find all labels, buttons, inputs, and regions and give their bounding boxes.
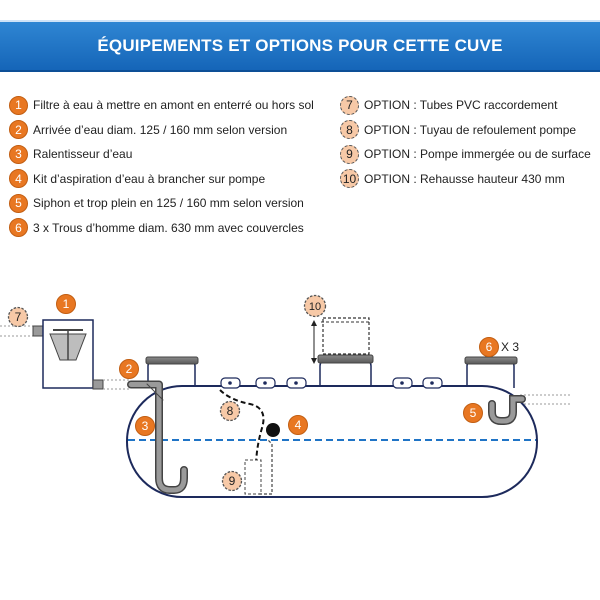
legend-text: Kit d’aspiration d’eau à brancher sur po… [33, 171, 266, 186]
manhole-multiplier: X 3 [501, 340, 519, 354]
callout-2-label: 2 [126, 362, 133, 376]
callout-9: 9 [221, 470, 243, 492]
option-badge: 7 [340, 95, 359, 115]
number-badge: 1 [9, 95, 28, 115]
option-badge: 9 [340, 144, 359, 164]
callout-6: 6 X 3 [479, 337, 519, 357]
callout-1-label: 1 [63, 297, 70, 311]
page-title: ÉQUIPEMENTS ET OPTIONS POUR CETTE CUVE [97, 36, 503, 55]
callout-2: 2 [119, 359, 139, 379]
legend-item: 2 Arrivée d’eau diam. 125 / 160 mm selon … [9, 118, 339, 143]
legend-item: 9 OPTION : Pompe immergée ou de surface [340, 142, 600, 167]
pump-discharge-hose [219, 389, 265, 469]
number-badge: 4 [9, 169, 28, 189]
rib-dots [228, 381, 434, 385]
overflow-pipe [520, 394, 572, 405]
option-badge: 8 [340, 120, 359, 140]
legend-item: 1 Filtre à eau à mettre en amont en enter… [9, 93, 339, 118]
callout-1: 1 [56, 294, 76, 314]
legend-text: OPTION : Tuyau de refoulement pompe [364, 122, 577, 137]
tank-body [126, 385, 538, 498]
legend-text: Siphon et trop plein en 125 / 160 mm sel… [33, 196, 304, 211]
legend-text: OPTION : Pompe immergée ou de surface [364, 147, 591, 162]
legend-item: 8 OPTION : Tuyau de refoulement pompe [340, 118, 600, 143]
callout-3-label: 3 [142, 419, 149, 433]
number-badge: 6 [9, 218, 28, 238]
callout-4-label: 4 [295, 418, 302, 432]
callout-7: 7 [7, 306, 29, 328]
callout-5: 5 [463, 403, 483, 423]
number-badge: 5 [9, 193, 28, 213]
manhole-center [317, 317, 374, 388]
legend-item: 4 Kit d’aspiration d’eau à brancher sur p… [9, 167, 339, 192]
callout-7-label: 7 [15, 310, 22, 324]
legend-text: OPTION : Rehausse hauteur 430 mm [364, 171, 565, 186]
callout-6-label: 6 [486, 340, 493, 354]
callout-10: 10 [303, 294, 327, 318]
inlet-slowdown-pipe [127, 380, 188, 494]
callout-10-label: 10 [309, 301, 321, 313]
legend-item: 7 OPTION : Tubes PVC raccordement [340, 93, 600, 118]
callout-9-label: 9 [229, 474, 236, 488]
legend-item: 6 3 x Trous d’homme diam. 630 mm avec cou… [9, 216, 339, 241]
suction-float [266, 423, 280, 437]
legend-text: OPTION : Tubes PVC raccordement [364, 98, 558, 113]
number-badge: 3 [9, 144, 28, 164]
legend-item: 10 OPTION : Rehausse hauteur 430 mm [340, 167, 600, 192]
legend-text: 3 x Trous d’homme diam. 630 mm avec couv… [33, 220, 304, 235]
riser-height-arrow [311, 320, 317, 364]
standard-equipment-legend: 1 Filtre à eau à mettre en amont en enter… [9, 93, 339, 240]
callout-4: 4 [288, 415, 308, 435]
legend-item: 3 Ralentisseur d’eau [9, 142, 339, 167]
callout-3: 3 [135, 416, 155, 436]
legend-text: Ralentisseur d’eau [33, 147, 133, 162]
siphon-overflow [488, 395, 526, 425]
title-banner: ÉQUIPEMENTS ET OPTIONS POUR CETTE CUVE [0, 20, 600, 72]
callout-8-label: 8 [227, 404, 234, 418]
callout-8: 8 [219, 400, 241, 422]
water-filter [42, 319, 130, 390]
callout-5-label: 5 [470, 406, 477, 420]
pvc-inlet-pipe [0, 325, 44, 337]
legend-item: 5 Siphon et trop plein en 125 / 160 mm se… [9, 191, 339, 216]
submersible-pump [244, 439, 273, 495]
option-badge: 10 [340, 169, 359, 189]
legend-text: Filtre à eau à mettre en amont en enterr… [33, 98, 314, 113]
manhole-right [464, 356, 518, 388]
number-badge: 2 [9, 120, 28, 140]
legend-text: Arrivée d’eau diam. 125 / 160 mm selon v… [33, 122, 288, 137]
